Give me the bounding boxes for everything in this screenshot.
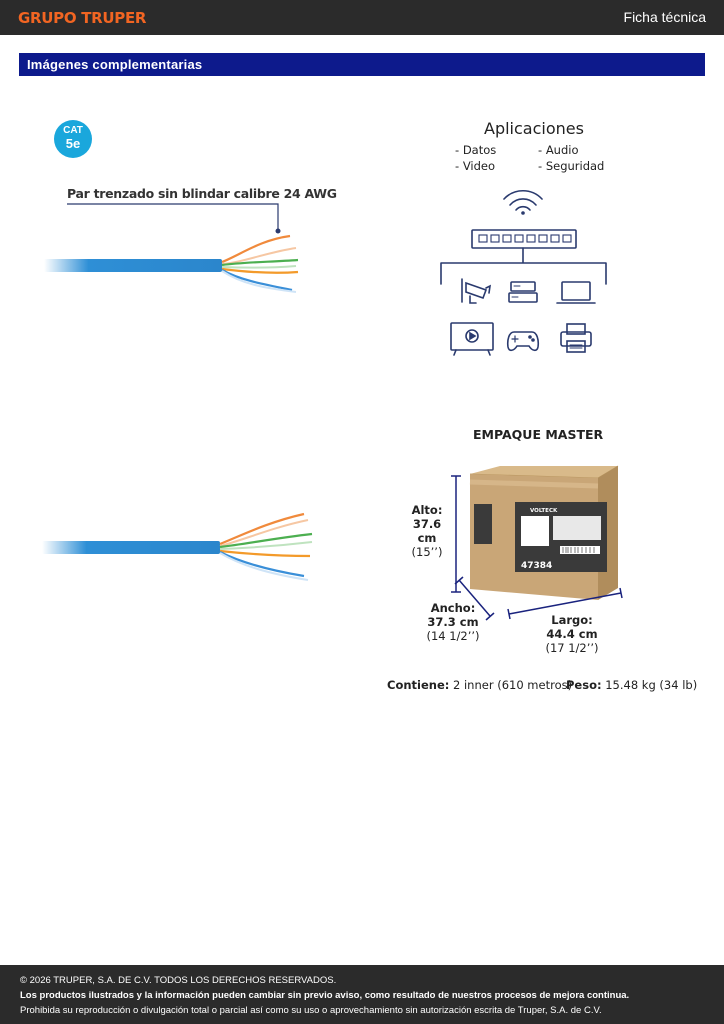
applications-title: Aplicaciones: [484, 119, 584, 138]
dimension-lines: [451, 475, 623, 621]
cat-badge-bottom: 5e: [65, 136, 81, 151]
utp-cable-bottom: [42, 512, 313, 581]
switch-icon: [471, 229, 577, 249]
copyright-text: © 2026 TRUPER, S.A. DE C.V. TODOS LOS DE…: [20, 975, 337, 986]
cable-caption: Par trenzado sin blindar calibre 24 AWG: [67, 186, 337, 201]
section-title: Imágenes complementarias: [27, 57, 203, 72]
caption-leader-line: [67, 203, 281, 234]
application-item: - Audio: [538, 143, 579, 157]
document-type-label: Ficha técnica: [623, 9, 706, 25]
tv-icon: [450, 322, 494, 356]
disclaimer-text: Los productos ilustrados y la informació…: [20, 990, 630, 1001]
page-footer: © 2026 TRUPER, S.A. DE C.V. TODOS LOS DE…: [0, 965, 724, 1024]
weight-info: Peso: 15.48 kg (34 lb): [566, 678, 698, 692]
contents-info: Contiene: 2 inner (610 metros): [387, 678, 573, 692]
printer-icon: [560, 323, 592, 353]
height-dimension: Alto:37.6 cm(15’’): [411, 503, 443, 559]
application-item: - Video: [455, 159, 496, 173]
application-item: - Seguridad: [538, 159, 605, 173]
top-header-bar: GRUPO TRUPER Ficha técnica: [0, 0, 724, 35]
utp-cable-top: [44, 234, 299, 293]
gamepad-icon: [506, 331, 540, 352]
legal-text: Prohibida su reproducción o divulgación …: [20, 1005, 602, 1016]
box-code: 47384: [521, 561, 552, 571]
package-title: EMPAQUE MASTER: [473, 427, 604, 442]
cat-badge-top: CAT: [63, 125, 83, 136]
width-dimension: Ancho:37.3 cm(14 1/2’’): [426, 601, 480, 643]
application-item: - Datos: [455, 143, 497, 157]
network-branch-lines: [440, 247, 607, 285]
cardboard-box: VOLTECK 47384: [469, 465, 619, 600]
length-dimension: Largo:44.4 cm(17 1/2’’): [545, 613, 599, 655]
camera-icon: [461, 278, 492, 304]
router-icon: [508, 281, 538, 303]
section-header: Imágenes complementarias: [19, 53, 705, 76]
cat5e-badge: CAT 5e: [54, 120, 92, 158]
brand-logo: GRUPO TRUPER: [18, 9, 147, 27]
wifi-icon: [503, 190, 543, 215]
laptop-icon: [556, 281, 596, 304]
box-brand: VOLTECK: [530, 508, 558, 514]
